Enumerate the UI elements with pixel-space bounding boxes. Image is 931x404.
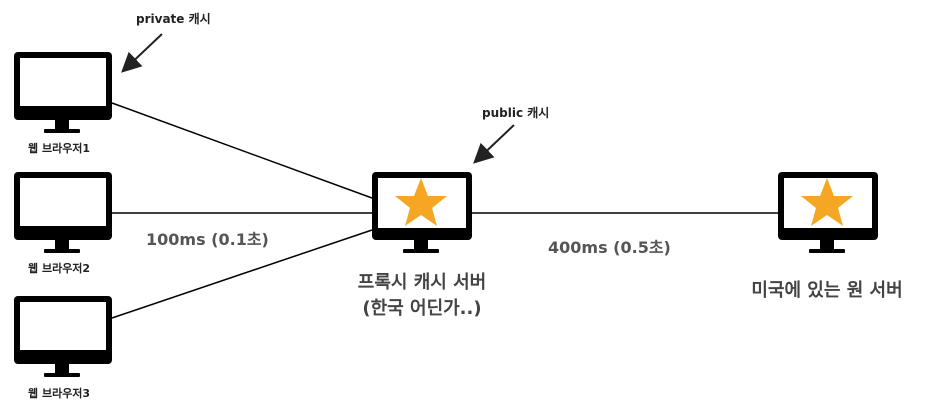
proxy-server-monitor-icon bbox=[372, 172, 472, 253]
link-browser1-proxy bbox=[111, 102, 373, 199]
origin-server-monitor-icon bbox=[778, 172, 878, 253]
browser-3-monitor-icon bbox=[14, 296, 112, 377]
origin-server-label: 미국에 있는 원 서버 bbox=[751, 280, 903, 301]
link-browser3-proxy bbox=[111, 229, 373, 319]
browser-1-monitor-icon bbox=[14, 52, 112, 133]
browser-3-label: 웹 브라우저3 bbox=[28, 387, 91, 400]
proxy-star-icon bbox=[395, 178, 447, 226]
private-cache-arrow-icon bbox=[121, 33, 163, 73]
proxy-origin-latency-label: 400ms (0.5초) bbox=[548, 238, 671, 257]
origin-star-icon bbox=[801, 178, 853, 226]
proxy-server-name: 프록시 캐시 서버 bbox=[357, 272, 487, 293]
private-cache-label: private 캐시 bbox=[136, 12, 211, 26]
public-cache-arrow-icon bbox=[473, 124, 515, 164]
browser-1-label: 웹 브라우저1 bbox=[28, 142, 91, 155]
browser-2-monitor-icon bbox=[14, 172, 112, 253]
proxy-server-location: (한국 어딘가..) bbox=[362, 298, 482, 319]
public-cache-label: public 캐시 bbox=[482, 106, 550, 120]
proxy-server-label: 프록시 캐시 서버 (한국 어딘가..) bbox=[331, 270, 513, 322]
browser-proxy-latency-label: 100ms (0.1초) bbox=[146, 230, 269, 249]
browser-2-label: 웹 브라우저2 bbox=[28, 262, 91, 275]
